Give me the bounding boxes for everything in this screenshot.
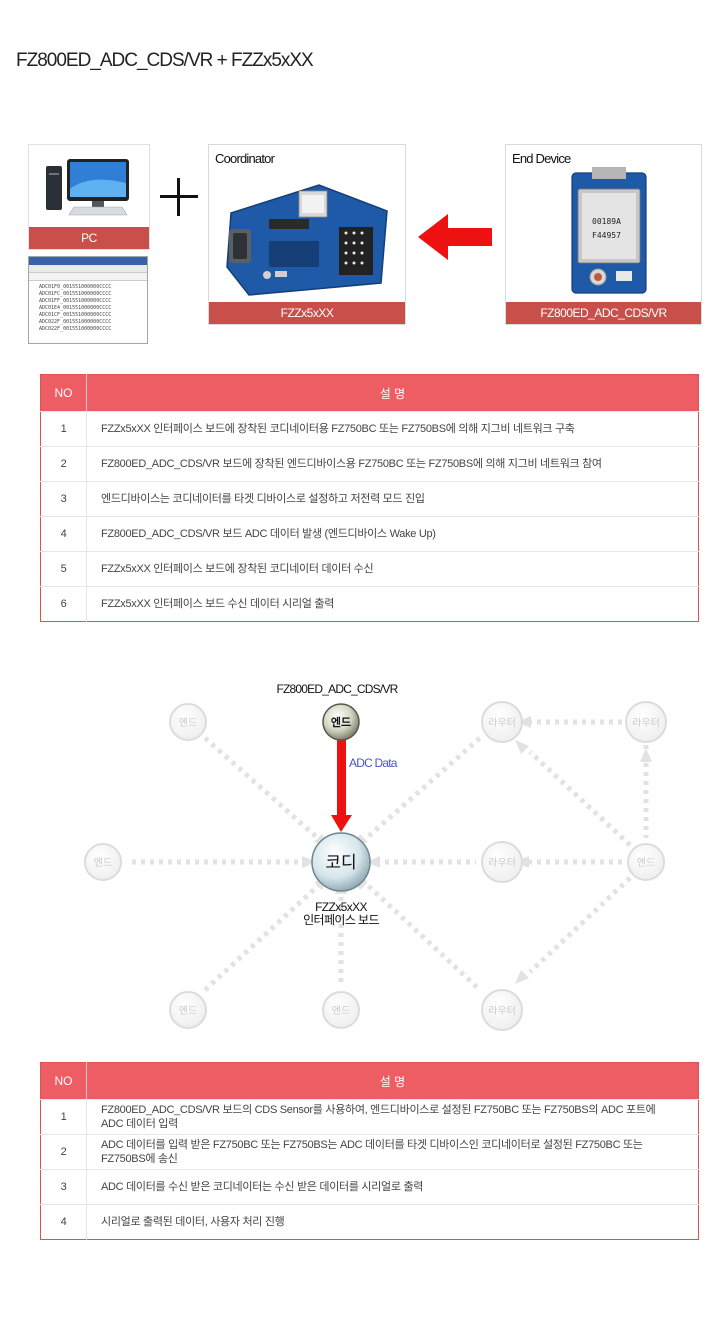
zigbee-network-diagram: 엔드 엔드 엔드 엔드 라우터 라우터 라우터 엔드 라우터 ADC Data … xyxy=(84,682,667,1031)
pc-illustration xyxy=(46,159,129,216)
row-description: FZ800ED_ADC_CDS/VR 보드 ADC 데이터 발생 (엔드디바이스… xyxy=(86,516,699,552)
row-description: ADC 데이터를 입력 받은 FZ750BC 또는 FZ750BS는 ADC 데… xyxy=(86,1134,699,1170)
row-number: 4 xyxy=(40,516,87,552)
end-node-faded xyxy=(84,843,122,881)
coordinator-label: Coordinator xyxy=(215,151,275,166)
network-links xyxy=(132,719,649,992)
process-table-1: NO 설 명 1 FZZx5xXX 인터페이스 보드에 장착된 코디네이터용 F… xyxy=(40,374,699,622)
arrow-left-icon xyxy=(418,214,492,260)
end-node-faded xyxy=(169,991,207,1029)
faded-router-label: 라우터 xyxy=(488,1005,516,1017)
row-number: 1 xyxy=(40,411,87,447)
terminal-line: ADC01FC_001551000000CCCC xyxy=(39,291,112,297)
coordinator-node xyxy=(311,832,371,892)
adc-data-label: ADC Data xyxy=(349,756,398,770)
terminal-line: ADC01E4_001551000000CCCC xyxy=(39,305,112,311)
row-description: 엔드디바이스는 코디네이터를 타겟 디바이스로 설정하고 저전력 모드 진입 xyxy=(86,481,699,517)
pc-caption: PC xyxy=(29,227,149,249)
end-device-node-title: FZ800ED_ADC_CDS/VR xyxy=(277,682,399,696)
plus-icon xyxy=(160,178,198,216)
end-device-node-label: 엔드 xyxy=(331,715,351,729)
table-row: 6 FZZx5xXX 인터페이스 보드 수신 데이터 시리얼 출력 xyxy=(40,586,699,622)
row-description: FZZx5xXX 인터페이스 보드에 장착된 코디네이터 데이터 수신 xyxy=(86,551,699,587)
coordinator-node-label: 코디 xyxy=(325,853,356,872)
end-device-node xyxy=(322,703,360,741)
row-number: 6 xyxy=(40,586,87,622)
pc-card: PC xyxy=(28,144,150,250)
terminal-title-bar xyxy=(29,257,147,265)
table-row: 2 ADC 데이터를 입력 받은 FZ750BC 또는 FZ750BS는 ADC… xyxy=(40,1134,699,1170)
terminal-output: ADC01F0_001551000000CCCC ADC01FC_0015510… xyxy=(29,281,147,333)
end-device-label: End Device xyxy=(512,151,571,166)
table-row: 2 FZ800ED_ADC_CDS/VR 보드에 장착된 엔드디바이스용 FZ7… xyxy=(40,446,699,482)
terminal-line: ADC01F0_001551000000CCCC xyxy=(39,284,112,290)
row-description: FZZx5xXX 인터페이스 보드에 장착된 코디네이터용 FZ750BC 또는… xyxy=(86,411,699,447)
row-number: 5 xyxy=(40,551,87,587)
adc-data-arrow-head xyxy=(331,815,352,832)
faded-router-label: 라우터 xyxy=(632,717,660,729)
end-node-faded xyxy=(322,991,360,1029)
row-number: 3 xyxy=(40,1169,87,1205)
faded-end-label: 엔드 xyxy=(179,1005,197,1017)
table-row: 3 엔드디바이스는 코디네이터를 타겟 디바이스로 설정하고 저전력 모드 진입 xyxy=(40,481,699,517)
router-node-faded xyxy=(625,701,667,743)
faded-end-label: 엔드 xyxy=(332,1005,350,1017)
terminal-line: ADC022F_001551000000CCCC xyxy=(39,319,112,325)
coordinator-caption: FZZx5xXX xyxy=(209,302,405,324)
table-row: 4 시리얼로 출력된 데이터, 사용자 처리 진행 xyxy=(40,1204,699,1240)
faded-node-labels: 엔드 엔드 엔드 엔드 라우터 라우터 라우터 엔드 라우터 xyxy=(94,717,660,1017)
row-description: 시리얼로 출력된 데이터, 사용자 처리 진행 xyxy=(86,1204,699,1240)
faded-end-label: 엔드 xyxy=(637,857,655,869)
table-header-no: NO xyxy=(40,374,87,412)
router-node-faded xyxy=(481,841,523,883)
faded-network-nodes xyxy=(84,701,667,1031)
module-chip-label-2: F44957 xyxy=(592,231,621,240)
coordinator-caption-line1: FZZx5xXX xyxy=(315,900,367,914)
table-row: 5 FZZx5xXX 인터페이스 보드에 장착된 코디네이터 데이터 수신 xyxy=(40,551,699,587)
router-node-faded xyxy=(481,701,523,743)
end-device-caption: FZ800ED_ADC_CDS/VR xyxy=(506,302,701,324)
row-number: 2 xyxy=(40,1134,87,1170)
terminal-line: ADC022F_001551000000CCCC xyxy=(39,326,112,332)
row-description: FZ800ED_ADC_CDS/VR 보드의 CDS Sensor를 사용하여,… xyxy=(86,1099,699,1135)
page-title: FZ800ED_ADC_CDS/VR + FZZx5xXX xyxy=(16,50,314,71)
table-header-description: 설 명 xyxy=(86,374,699,412)
process-table-2: NO 설 명 1 FZ800ED_ADC_CDS/VR 보드의 CDS Sens… xyxy=(40,1062,699,1240)
coordinator-board-illustration xyxy=(226,184,388,296)
end-device-card: End Device 00189A F44957 FZ800ED_ADC_CDS… xyxy=(505,144,702,325)
module-chip-label-1: 00189A xyxy=(592,217,621,226)
row-number: 4 xyxy=(40,1204,87,1240)
end-device-board-illustration xyxy=(571,167,647,294)
terminal-toolbar xyxy=(29,273,147,281)
row-description: ADC 데이터를 수신 받은 코디네이터는 수신 받은 데이터를 시리얼로 출력 xyxy=(86,1169,699,1205)
coordinator-card: Coordinator FZZx5xXX xyxy=(208,144,406,325)
end-node-faded xyxy=(169,703,207,741)
row-number: 2 xyxy=(40,446,87,482)
table-row: 1 FZ800ED_ADC_CDS/VR 보드의 CDS Sensor를 사용하… xyxy=(40,1099,699,1135)
table-row: 1 FZZx5xXX 인터페이스 보드에 장착된 코디네이터용 FZ750BC … xyxy=(40,411,699,447)
row-description: FZ800ED_ADC_CDS/VR 보드에 장착된 엔드디바이스용 FZ750… xyxy=(86,446,699,482)
coordinator-caption-line2: 인터페이스 보드 xyxy=(303,913,379,927)
row-number: 1 xyxy=(40,1099,87,1135)
faded-router-label: 라우터 xyxy=(488,857,516,869)
table-header-description: 설 명 xyxy=(86,1062,699,1100)
terminal-line: ADC01CF_001551000000CCCC xyxy=(39,312,112,318)
table-header-no: NO xyxy=(40,1062,87,1100)
row-description: FZZx5xXX 인터페이스 보드 수신 데이터 시리얼 출력 xyxy=(86,586,699,622)
table-row: 4 FZ800ED_ADC_CDS/VR 보드 ADC 데이터 발생 (엔드디바… xyxy=(40,516,699,552)
adc-data-arrow-shaft xyxy=(337,740,346,818)
terminal-line: ADC01FF_001551000000CCCC xyxy=(39,298,112,304)
faded-router-label: 라우터 xyxy=(488,717,516,729)
faded-end-label: 엔드 xyxy=(179,717,197,729)
serial-terminal-window: ADC01F0_001551000000CCCC ADC01FC_0015510… xyxy=(28,256,148,344)
faded-end-label: 엔드 xyxy=(94,857,112,869)
row-number: 3 xyxy=(40,481,87,517)
router-node-faded xyxy=(481,989,523,1031)
table-row: 3 ADC 데이터를 수신 받은 코디네이터는 수신 받은 데이터를 시리얼로 … xyxy=(40,1169,699,1205)
terminal-menu-bar xyxy=(29,265,147,273)
end-node-faded xyxy=(627,843,665,881)
